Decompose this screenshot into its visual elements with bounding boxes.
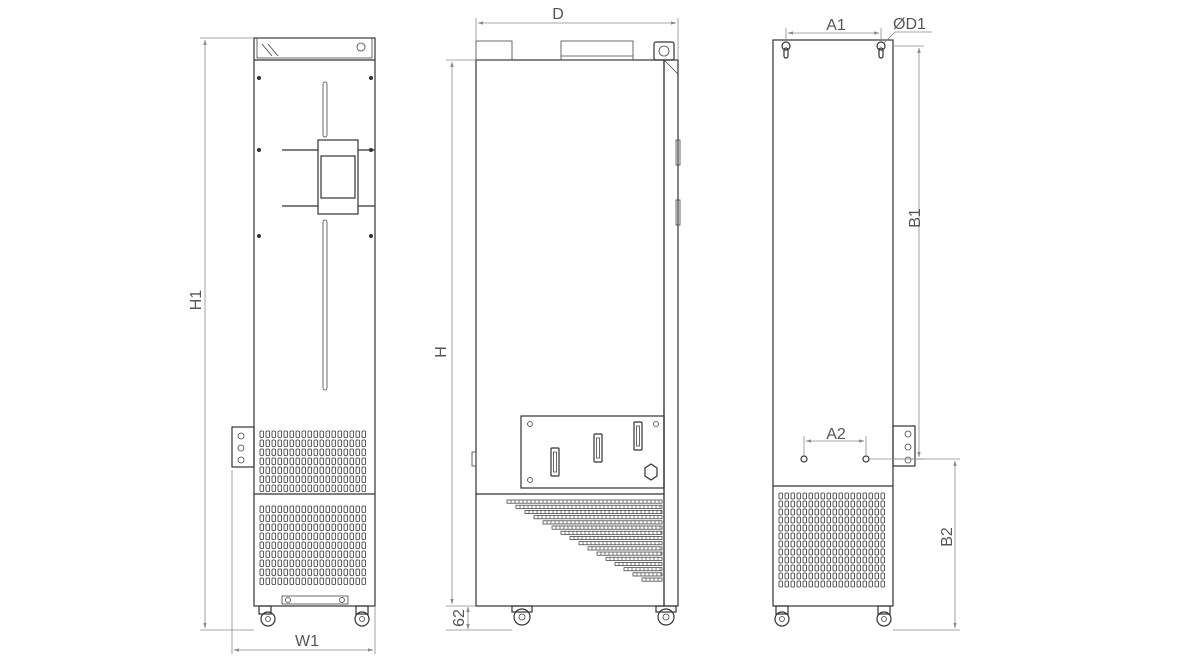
dimension-w1: W1 xyxy=(231,470,376,654)
dim-label-b1: B1 xyxy=(907,208,924,228)
front-caster-left xyxy=(258,605,276,627)
rear-caster-right xyxy=(876,605,892,627)
side-caster-right xyxy=(655,605,677,626)
dimension-h1: H1 xyxy=(188,37,254,631)
dim-label-foot-height: 62 xyxy=(451,609,468,627)
front-side-bracket xyxy=(231,426,255,468)
keypad-housing xyxy=(317,139,359,215)
dimension-b1: B1 xyxy=(893,45,924,460)
front-hanging-hole xyxy=(356,42,366,52)
side-view xyxy=(471,40,681,626)
side-top-block xyxy=(475,40,513,61)
front-vent-grille-upper xyxy=(259,430,366,492)
front-view xyxy=(231,37,376,627)
dimension-foot-height: 62 xyxy=(446,606,512,631)
keypad-display xyxy=(320,155,356,199)
dim-label-a2: A2 xyxy=(826,426,846,443)
dim-label-w1: W1 xyxy=(295,633,319,650)
front-light-slot-upper xyxy=(322,81,328,138)
dim-label-d1: ØD1 xyxy=(893,16,926,33)
terminal-slot-1 xyxy=(550,447,560,477)
terminal-slot-3 xyxy=(633,421,643,451)
dim-label-a1: A1 xyxy=(826,17,846,34)
rear-vent-grille xyxy=(778,492,885,588)
dim-label-b2: B2 xyxy=(939,527,956,547)
front-top-lip-detail xyxy=(261,43,279,57)
dimension-a1: A1 xyxy=(785,17,882,42)
dimension-b2: B2 xyxy=(869,458,960,631)
terminal-plate xyxy=(520,415,665,489)
rear-keyhole-left xyxy=(781,41,791,59)
front-light-slot-lower xyxy=(322,219,328,391)
dimension-d: D xyxy=(475,6,679,60)
rear-keyhole-right xyxy=(876,41,886,59)
front-vent-grille-lower xyxy=(259,505,366,585)
front-top-lip xyxy=(256,37,373,59)
front-caster-right xyxy=(354,605,370,627)
terminal-gland xyxy=(644,463,658,481)
side-caster-left xyxy=(511,605,533,626)
dim-label-d: D xyxy=(552,6,564,23)
terminal-slot-2 xyxy=(593,433,603,463)
rear-side-bracket xyxy=(892,425,916,467)
side-lifting-eye xyxy=(653,41,675,61)
dim-label-h: H xyxy=(433,346,450,358)
dimension-h: H xyxy=(433,59,476,607)
dimension-d1: ØD1 xyxy=(883,16,932,44)
rear-mount-hole-right xyxy=(862,455,870,463)
rear-mount-hole-left xyxy=(800,455,808,463)
front-base-plate xyxy=(281,595,349,605)
dimension-a2: A2 xyxy=(803,426,867,455)
rear-cabinet-outline xyxy=(772,39,894,607)
dim-label-h1: H1 xyxy=(188,290,205,311)
rear-caster-left xyxy=(774,605,790,627)
heatsink-fins xyxy=(506,499,663,582)
side-top-fan-cover xyxy=(560,40,634,61)
rear-view xyxy=(772,39,916,627)
front-panel-screws xyxy=(257,76,373,238)
